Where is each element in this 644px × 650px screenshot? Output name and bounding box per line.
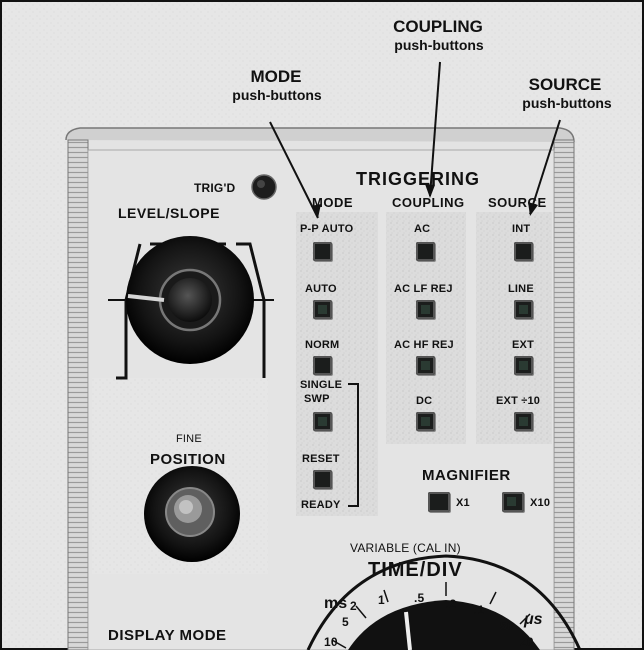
source-ext-button[interactable] [514, 356, 533, 375]
mode-label-single: SINGLE [300, 379, 343, 391]
time-div-tick-1: 1 [378, 593, 385, 607]
coupling-callout-subtitle: push-buttons [394, 37, 484, 53]
coupling-label-dc: DC [416, 395, 433, 407]
source-label-line: LINE [508, 283, 534, 295]
mode-label-swp: SWP [304, 393, 330, 405]
mode-label-pp-auto: P-P AUTO [300, 223, 354, 235]
source-callout-title: SOURCE [528, 75, 602, 94]
position-label: POSITION [150, 451, 226, 468]
slope-bracket-right [236, 242, 266, 378]
time-div-title: TIME/DIV [368, 559, 463, 581]
source-label-ext-div10: EXT ÷10 [496, 395, 541, 407]
coupling-dc-button[interactable] [416, 412, 435, 431]
time-div-ms-unit: ms [324, 595, 348, 612]
source-callout-subtitle: push-buttons [522, 95, 612, 111]
time-div-tick-10: 10 [324, 635, 338, 649]
mode-label-reset: RESET [302, 453, 340, 465]
coupling-label-ac-lf-rej: AC LF REJ [394, 283, 453, 295]
mode-group-bg [296, 212, 378, 516]
time-div-tick-50: 50 [500, 619, 514, 633]
level-slope-pointer [127, 294, 165, 302]
coupling-label-ac-hf-rej: AC HF REJ [394, 339, 454, 351]
coupling-ac-lf-rej-button[interactable] [416, 300, 435, 319]
source-header: SOURCE [488, 195, 547, 210]
coupling-label-ac: AC [414, 223, 431, 235]
source-ext-div10-button[interactable] [514, 412, 533, 431]
time-div-pointer [404, 611, 412, 650]
coupling-ac-hf-rej-button[interactable] [416, 356, 435, 375]
mode-label-ready: READY [301, 499, 341, 511]
right-rail [553, 139, 575, 650]
time-div-tick-point2: .2 [446, 597, 457, 611]
mode-arrow [269, 121, 319, 219]
time-div-knob [348, 600, 540, 650]
trigd-lamp [251, 174, 277, 200]
time-div-tick-point1: .1 [474, 603, 485, 617]
coupling-header: COUPLING [392, 195, 465, 210]
time-div-us-unit: μs [524, 611, 543, 628]
level-slope-label: LEVEL/SLOPE [118, 205, 220, 221]
time-div-tick-20: 20 [520, 635, 534, 649]
magnifier-x10-label: X10 [530, 497, 551, 509]
mode-label-auto: AUTO [305, 283, 337, 295]
source-label-ext: EXT [512, 339, 534, 351]
mode-single-swp-button[interactable] [313, 412, 332, 431]
coupling-callout-title: COUPLING [393, 17, 483, 36]
time-div-tick-2: 2 [350, 599, 357, 613]
single-sweep-bracket [348, 383, 359, 507]
time-div-tick-5: 5 [342, 615, 349, 629]
magnifier-x1-button[interactable] [428, 492, 450, 512]
mode-header: MODE [312, 195, 353, 210]
magnifier-x10-button[interactable] [502, 492, 524, 512]
mode-callout-title: MODE [250, 67, 302, 86]
coupling-ac-button[interactable] [416, 242, 435, 261]
mode-norm-button[interactable] [313, 356, 332, 375]
mode-callout-subtitle: push-buttons [232, 87, 322, 103]
source-label-int: INT [512, 223, 531, 235]
source-arrow [529, 119, 561, 215]
magnifier-x1-label: X1 [456, 497, 470, 509]
display-mode-label: DISPLAY MODE [108, 627, 227, 644]
time-div-tick-point5: .5 [414, 591, 425, 605]
trigd-label: TRIG'D [194, 181, 236, 195]
left-rail [67, 139, 89, 650]
time-div-scale-arc [306, 554, 582, 650]
triggering-title: TRIGGERING [356, 169, 481, 189]
fine-label: FINE [176, 433, 202, 445]
source-line-button[interactable] [514, 300, 533, 319]
variable-cal-in-label: VARIABLE (CAL IN) [350, 541, 461, 555]
mode-reset-button[interactable] [313, 470, 332, 489]
mode-label-norm: NORM [305, 339, 340, 351]
magnifier-title: MAGNIFIER [422, 467, 511, 484]
coupling-arrow [429, 61, 441, 197]
mode-pp-auto-button[interactable] [313, 242, 332, 261]
mode-auto-button[interactable] [313, 300, 332, 319]
source-int-button[interactable] [514, 242, 533, 261]
